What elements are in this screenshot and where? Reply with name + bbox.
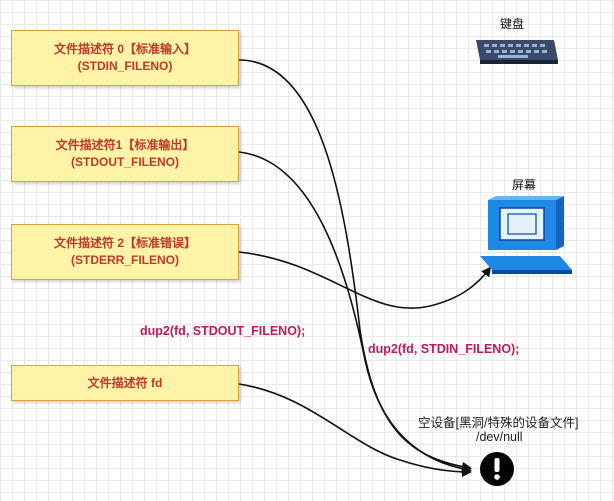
fd-box-custom-title: 文件描述符 fd: [87, 375, 163, 390]
fd-box-stdin: 文件描述符 0【标准输入】 (STDIN_FILENO): [11, 30, 239, 86]
dup2-stdin-call: dup2(fd, STDIN_FILENO);: [368, 342, 520, 356]
stderr-to-screen-line: [238, 251, 492, 309]
fd-box-stdout-title: 文件描述符1【标准输出】: [55, 138, 195, 152]
fd-box-stdout: 文件描述符1【标准输出】 (STDOUT_FILENO): [11, 126, 239, 182]
fd-box-custom: 文件描述符 fd: [11, 365, 239, 401]
screen-label: 屏幕: [512, 178, 537, 192]
stdin-to-null-line: [238, 59, 472, 472]
dup2-stdout-call: dup2(fd, STDOUT_FILENO);: [140, 324, 306, 338]
fd-box-stdout-const: (STDOUT_FILENO): [71, 155, 179, 169]
fd-box-stdin-title: 文件描述符 0【标准输入】: [53, 42, 196, 56]
null-device-label: 空设备[黑洞/特殊的设备文件]: [418, 416, 579, 430]
fd-box-stderr: 文件描述符 2【标准错误】 (STDERR_FILENO): [11, 224, 239, 280]
keyboard-label: 键盘: [500, 17, 525, 31]
fd-box-stdin-const: (STDIN_FILENO): [77, 59, 173, 73]
stdout-to-null-line: [238, 151, 472, 474]
fd-box-stderr-const: (STDERR_FILENO): [71, 253, 179, 267]
fd-box-stderr-title: 文件描述符 2【标准错误】: [53, 236, 196, 250]
fd-to-null-line: [238, 383, 472, 477]
null-device-path: /dev/null: [476, 430, 523, 444]
